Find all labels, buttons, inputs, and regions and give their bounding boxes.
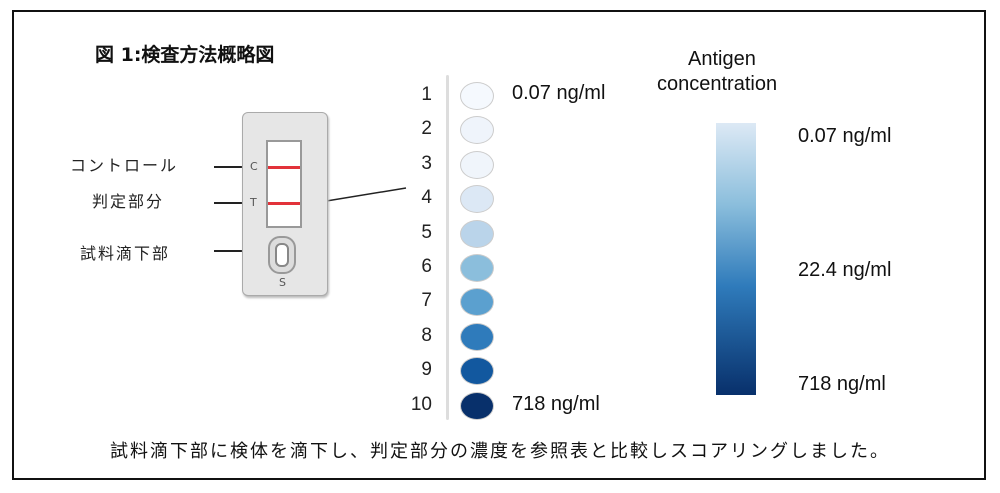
figure-frame (12, 10, 986, 480)
legend-high: 718 ng/ml (798, 373, 886, 395)
cassette-c-mark: C (250, 160, 258, 173)
cassette-s-mark: S (279, 276, 286, 289)
label-sample: 試料滴下部 (80, 244, 171, 263)
scale-color-dot (460, 82, 494, 110)
scale-number: 4 (421, 187, 432, 209)
legend-mid: 22.4 ng/ml (798, 259, 892, 281)
figure-caption: 試料滴下部に検体を滴下し、判定部分の濃度を参照表と比較しスコアリングしました。 (110, 441, 890, 462)
scale-high-label: 718 ng/ml (512, 393, 600, 415)
concentration-gradient-bar (716, 123, 756, 395)
cassette-t-mark: T (250, 196, 257, 209)
scale-number: 8 (421, 324, 432, 346)
scale-number: 2 (421, 118, 432, 140)
leader-line-control (214, 166, 244, 168)
scale-color-dot (460, 185, 494, 214)
scale-number: 6 (421, 256, 432, 277)
leader-line-sample (214, 250, 268, 252)
legend-low: 0.07 ng/ml (798, 125, 892, 147)
scale-number: 1 (421, 84, 432, 105)
scale-color-dot (460, 322, 494, 351)
sample-well (268, 236, 296, 274)
test-band (268, 202, 300, 205)
scale-color-dot (460, 357, 494, 386)
leader-line-test (214, 202, 244, 204)
scale-color-dot (460, 219, 494, 248)
scale-number: 7 (421, 290, 432, 312)
scale-color-dot (460, 150, 494, 179)
scale-low-label: 0.07 ng/ml (512, 82, 606, 104)
scale-divider (446, 75, 449, 420)
legend-title-line1: Antigen (688, 48, 756, 70)
scale-color-dot (460, 254, 494, 282)
scale-color-dot (460, 288, 494, 317)
control-band (268, 166, 300, 169)
scale-number: 9 (421, 359, 432, 381)
scale-color-dot (460, 116, 494, 145)
label-test: 判定部分 (92, 192, 165, 211)
scale-color-dot (460, 391, 494, 420)
scale-number: 5 (421, 221, 432, 243)
legend-title-line2: concentration (657, 73, 778, 95)
scale-number: 3 (421, 152, 432, 174)
label-control: コントロール (70, 156, 179, 175)
scale-number: 10 (410, 393, 432, 415)
result-window (266, 140, 302, 228)
figure-title: 図 1:検査方法概略図 (95, 44, 275, 66)
